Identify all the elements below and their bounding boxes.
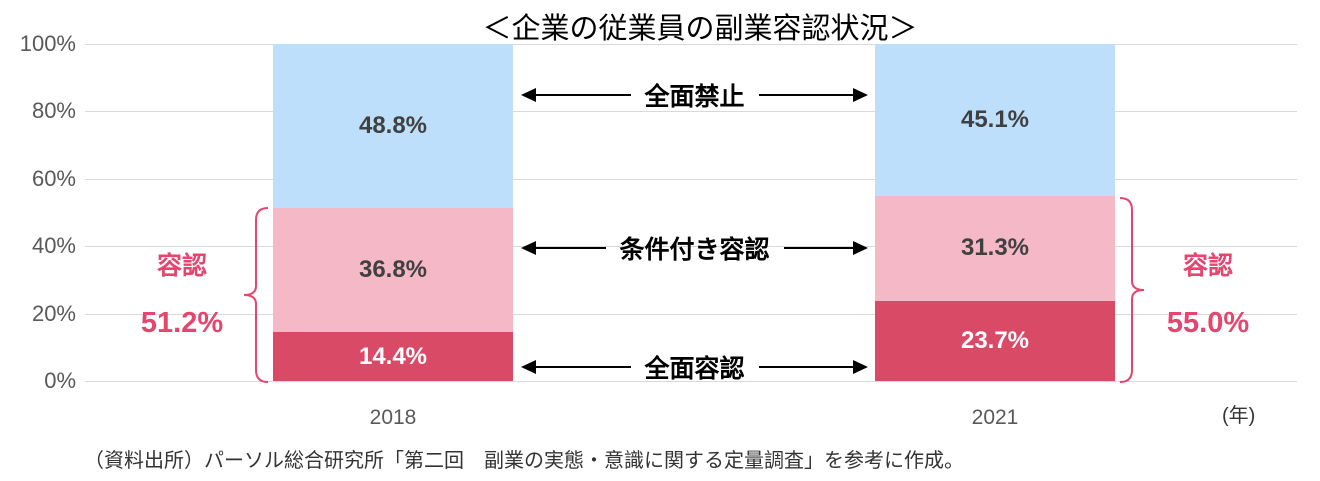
approval-annotation-text: 容認 [156,252,207,280]
segment-value-label: 31.3% [960,234,1030,262]
arrowhead-left-icon [521,88,536,102]
series-label-full-ban: 全面禁止 [644,83,745,111]
arrow-line [536,94,631,96]
x-axis-unit-label: (年) [1222,405,1256,427]
segment-value-label: 23.7% [960,327,1030,355]
series-arrow-row-conditional: 条件付き容認 [521,232,869,264]
bar-segment-2018-全面禁止: 48.8% [273,44,513,209]
bar-segment-2021-条件付き容認: 31.3% [875,195,1115,302]
gridline [85,313,1297,315]
source-note: （資料出所）パーソル総合研究所「第二回 副業の実態・意識に関する定量調査」を参考… [84,450,964,472]
approval-annotation-value: 51.2% [140,307,224,339]
arrow-line [758,94,854,96]
arrowhead-left-icon [521,241,536,255]
bar-segment-2021-全面禁止: 45.1% [875,43,1115,196]
chart-title: ＜企業の従業員の副業容認状況＞ [482,13,918,45]
segment-value-label: 14.4% [358,342,428,370]
segment-value-label: 45.1% [960,105,1030,133]
series-arrow-row-full-ban: 全面禁止 [521,79,869,111]
arrow-line [536,247,606,249]
y-axis-tick-label: 100% [19,31,76,56]
approval-annotation-2021: 容認 55.0% [1150,246,1266,340]
arrow-line [758,366,854,368]
arrow-line [536,366,631,368]
y-axis-tick-label: 60% [31,165,76,191]
approval-brace-right-icon [1119,197,1145,383]
arrowhead-right-icon [853,88,869,102]
series-label-full-approval: 全面容認 [644,355,745,383]
x-axis-label-2018: 2018 [369,406,417,429]
segment-value-label: 36.8% [358,256,428,284]
plot-area: 全面禁止 条件付き容認 全面容認 14.4% 36.8% 48.8% 23.7% 31.… [85,43,1297,383]
arrow-line [783,247,854,249]
bar-segment-2018-条件付き容認: 36.8% [273,208,513,333]
approval-annotation-value: 55.0% [1166,307,1250,339]
bar-segment-2018-全面容認: 14.4% [273,332,513,381]
y-axis-tick-label: 40% [31,233,76,259]
y-axis-tick-label: 0% [44,368,76,393]
approval-brace-left-icon [243,207,269,383]
arrowhead-right-icon [853,360,869,374]
series-arrow-row-full-approval: 全面容認 [521,351,869,383]
y-axis-tick-label: 80% [31,98,76,124]
segment-value-label: 48.8% [358,112,428,140]
series-label-conditional: 条件付き容認 [619,236,770,264]
gridline [85,178,1297,180]
bar-segment-2021-全面容認: 23.7% [875,301,1115,381]
approval-annotation-2018: 容認 51.2% [126,246,238,340]
x-axis-label-2021: 2021 [971,406,1019,429]
approval-annotation-text: 容認 [1182,252,1233,280]
arrowhead-left-icon [521,360,536,374]
gridline [85,111,1297,113]
y-axis-tick-label: 20% [31,300,76,326]
gridline [85,246,1297,248]
gridline [85,381,1297,382]
gridline [85,44,1297,45]
arrowhead-right-icon [853,241,869,255]
